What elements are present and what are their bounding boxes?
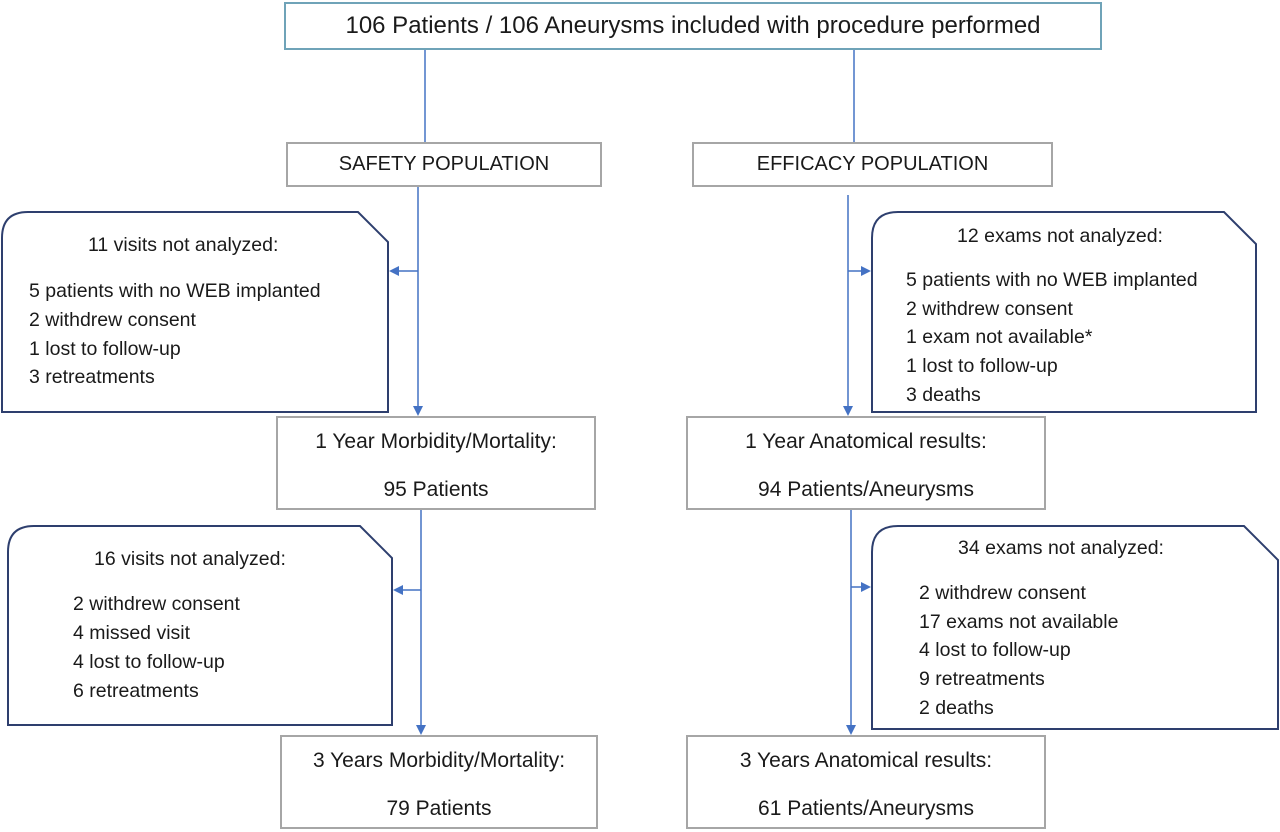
efficacy-population-box: EFFICACY POPULATION (692, 142, 1053, 187)
safety-note1-shape (1, 211, 389, 413)
efficacy-note1-item: 1 lost to follow-up (906, 355, 1058, 377)
safety-result-3years-title: 3 Years Morbidity/Mortality: (312, 749, 566, 772)
safety-result-3years-box: 3 Years Morbidity/Mortality: 79 Patients (280, 735, 598, 829)
safety-result-1year-title: 1 Year Morbidity/Mortality: (315, 430, 557, 453)
top-box: 106 Patients / 106 Aneurysms included wi… (284, 2, 1102, 50)
safety-note2-item: 4 missed visit (73, 622, 191, 644)
efficacy-note2-item: 9 retreatments (919, 668, 1045, 690)
efficacy-population-label: EFFICACY POPULATION (756, 153, 989, 175)
safety-note1-item: 5 patients with no WEB implanted (29, 280, 321, 302)
safety-note2-shape (7, 525, 393, 726)
efficacy-note2-shape (871, 525, 1279, 730)
efficacy-result-3years-title: 3 Years Anatomical results: (739, 749, 993, 772)
safety-result-1year-count: 95 Patients (383, 478, 489, 501)
safety-note2-item: 6 retreatments (73, 680, 199, 702)
efficacy-note2-title: 34 exams not analyzed: (958, 537, 1164, 559)
efficacy-result-3years-box: 3 Years Anatomical results: 61 Patients/… (686, 735, 1046, 829)
safety-result-3years-count: 79 Patients (386, 797, 492, 820)
safety-note2-title: 16 visits not analyzed: (94, 548, 286, 570)
efficacy-note2-item: 17 exams not available (919, 611, 1119, 633)
safety-population-label: SAFETY POPULATION (338, 153, 550, 175)
efficacy-note1-item: 2 withdrew consent (906, 298, 1073, 320)
safety-population-box: SAFETY POPULATION (286, 142, 602, 187)
top-box-text: 106 Patients / 106 Aneurysms included wi… (345, 12, 1041, 39)
efficacy-note1-shape (871, 211, 1257, 413)
efficacy-result-1year-count: 94 Patients/Aneurysms (758, 478, 974, 501)
safety-note1-item: 2 withdrew consent (29, 309, 196, 331)
safety-note1-title: 11 visits not analyzed: (88, 234, 279, 256)
efficacy-note2-item: 2 withdrew consent (919, 582, 1086, 604)
efficacy-note2-item: 2 deaths (919, 697, 994, 719)
efficacy-note1-item: 1 exam not available* (906, 326, 1093, 348)
safety-note2-item: 4 lost to follow-up (73, 651, 225, 673)
safety-note1-item: 1 lost to follow-up (29, 338, 181, 360)
safety-note2-item: 2 withdrew consent (73, 593, 240, 615)
efficacy-note1-item: 3 deaths (906, 384, 981, 406)
efficacy-note1-item: 5 patients with no WEB implanted (906, 269, 1198, 291)
safety-note1-item: 3 retreatments (29, 366, 155, 388)
efficacy-result-1year-box: 1 Year Anatomical results: 94 Patients/A… (686, 416, 1046, 510)
efficacy-result-1year-title: 1 Year Anatomical results: (745, 430, 987, 453)
efficacy-note1-title: 12 exams not analyzed: (957, 225, 1163, 247)
efficacy-note2-item: 4 lost to follow-up (919, 639, 1071, 661)
efficacy-result-3years-count: 61 Patients/Aneurysms (758, 797, 974, 820)
safety-result-1year-box: 1 Year Morbidity/Mortality: 95 Patients (276, 416, 596, 510)
